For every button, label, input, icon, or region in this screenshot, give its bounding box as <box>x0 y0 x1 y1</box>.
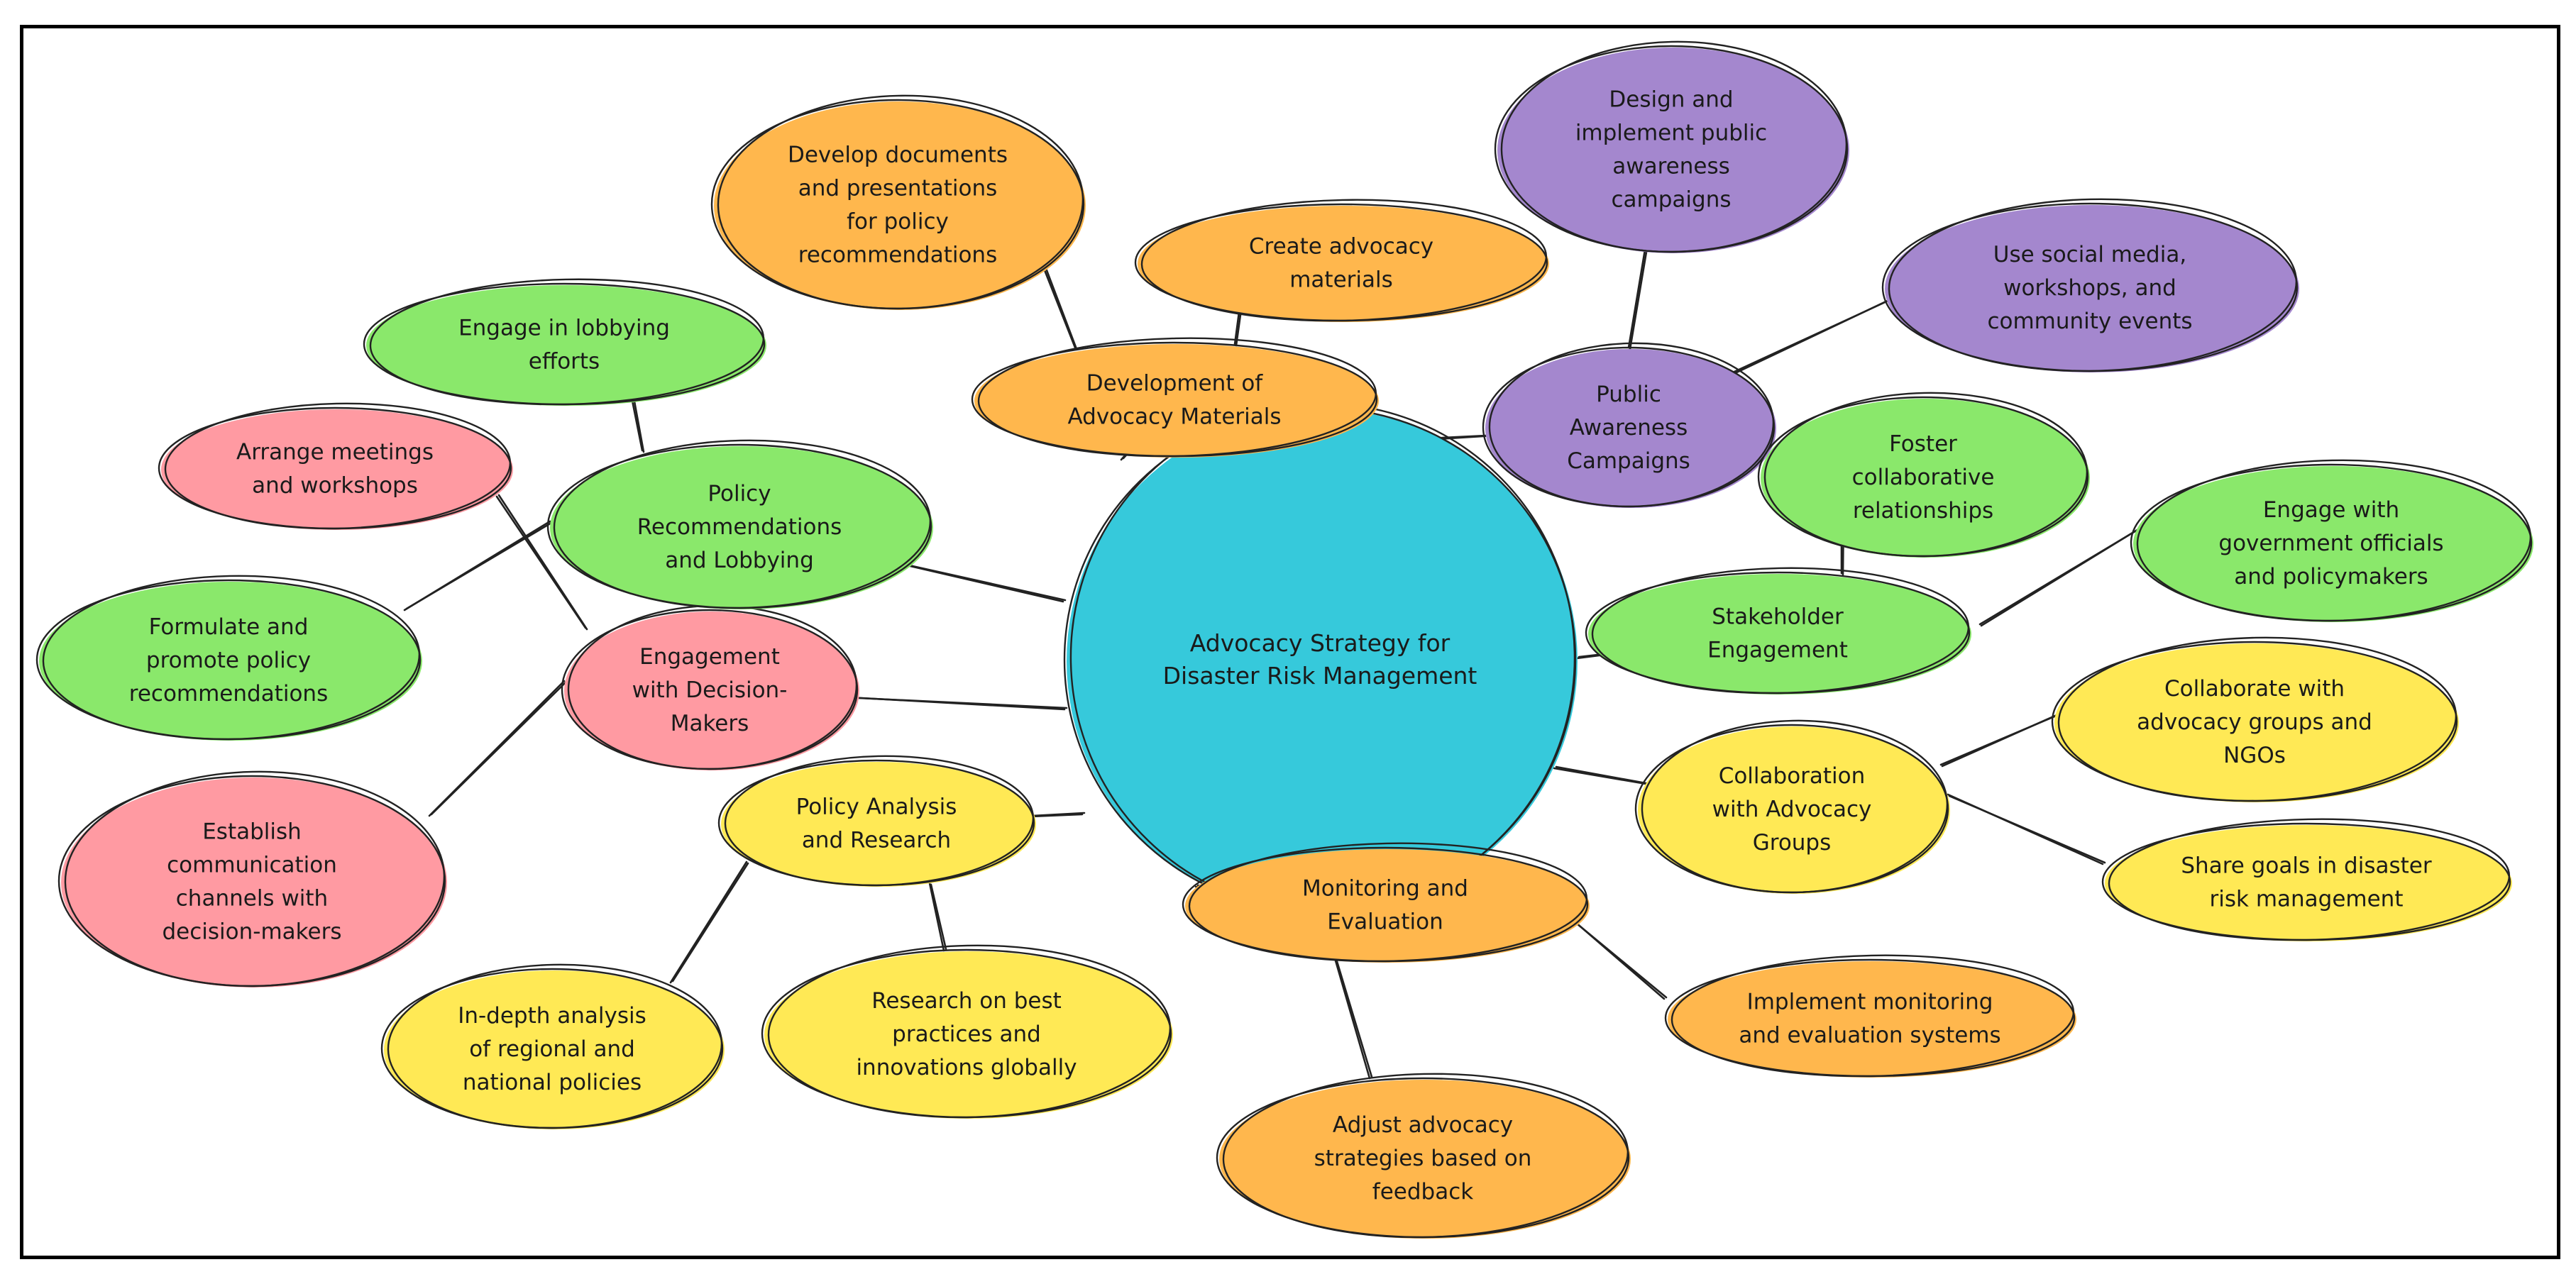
link-monitoring-child-1-sketch <box>1331 943 1373 1078</box>
link-public-child-1-sketch <box>1717 297 1895 382</box>
link-engagement-child-1-sketch <box>430 681 567 816</box>
link-monitoring-child-1 <box>1329 942 1371 1080</box>
link-engagement-child-0-sketch <box>497 494 588 631</box>
link-collaboration-child-0-sketch <box>1941 714 2058 768</box>
link-analysis-child-0-sketch <box>671 862 749 983</box>
link-analysis-child-1-sketch <box>930 883 947 951</box>
link-collaboration-child-1-sketch <box>1948 795 2106 864</box>
link-stakeholder-child-1-sketch <box>1980 527 2141 627</box>
link-analysis-child-0 <box>669 860 748 984</box>
link-monitoring-child-0-sketch <box>1575 922 1668 999</box>
link-policy-child-1-sketch <box>405 521 553 610</box>
link-analysis-child-1 <box>928 882 945 952</box>
